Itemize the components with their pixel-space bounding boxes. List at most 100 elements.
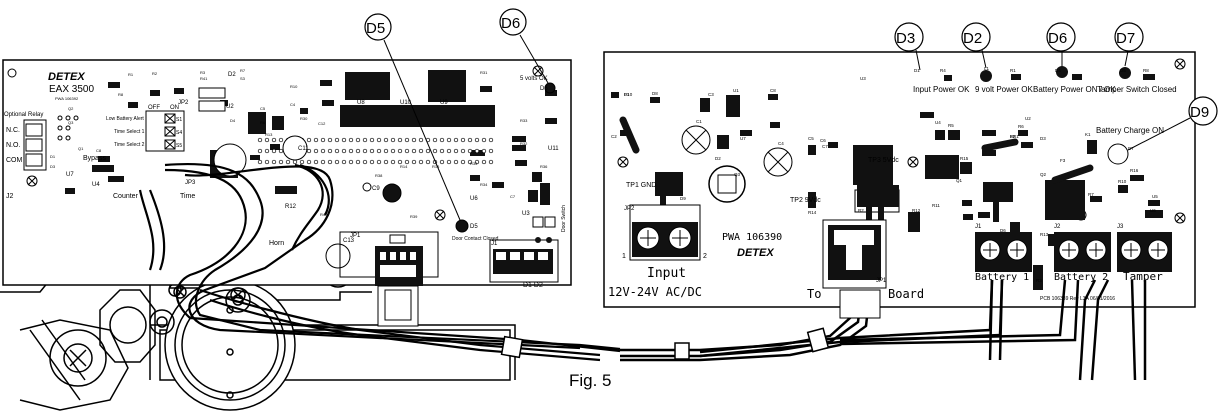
label-tp1: TP1 GND (626, 182, 656, 189)
pcb-pad (271, 148, 277, 154)
ref-designator: R16 (1130, 168, 1139, 173)
pcb-pad (278, 148, 284, 154)
pcb-pad (460, 159, 466, 165)
pcb-pad (474, 137, 480, 143)
pcb-pad (355, 159, 361, 165)
label-c9: C9 (372, 186, 380, 192)
ref-designator: R2 (152, 71, 158, 76)
ref-designator: D7 (1128, 146, 1134, 151)
label-9volt-power: 9 volt Power OK (975, 85, 1033, 94)
pcb-pad (446, 159, 452, 165)
label-input-power: Input Power OK (913, 85, 970, 94)
callout-right-d9: D9 (1190, 104, 1209, 121)
ref-designator: R10 (290, 84, 298, 89)
pcb-pad (425, 159, 431, 165)
ref-designator: R13 (1040, 232, 1049, 237)
label-time: Time (180, 193, 195, 200)
switch-row-low-battery: Low Battery Alert (106, 116, 144, 122)
pcb-pad (341, 148, 347, 154)
ref-designator: R13 (265, 132, 273, 137)
pcb-pad (397, 159, 403, 165)
label-pwa-right: PWA 106390 (722, 232, 782, 243)
pcb-pad (488, 137, 494, 143)
switch-code-s1: S1 (176, 117, 182, 123)
left-brand: DETEX (48, 71, 85, 83)
ref-designator: C8 (770, 88, 776, 93)
ref-designator: R34 (480, 182, 488, 187)
pcb-pad (439, 148, 445, 154)
ref-designator: D10 (624, 92, 633, 97)
ref-designator: L1 (984, 66, 990, 71)
pcb-pad (306, 148, 312, 154)
pcb-pad (446, 148, 452, 154)
callout-left-d5: D5 (366, 20, 385, 37)
ref-designator: U1 (733, 88, 739, 93)
pcb-pad (418, 148, 424, 154)
ref-designator: F3 (1060, 158, 1066, 163)
pcb-pad (334, 148, 340, 154)
pcb-pad (257, 159, 263, 165)
right-wiring (620, 279, 1147, 381)
label-u10: U10 (400, 100, 412, 106)
pcb-pad (369, 137, 375, 143)
ref-designator: C4 (290, 102, 296, 107)
pcb-pad (362, 148, 368, 154)
ref-designator: U3 (860, 76, 866, 81)
left-pwa: PWA 106392 (55, 96, 79, 101)
ref-designator: D5 (1120, 68, 1126, 73)
ref-designator: D4 (1055, 68, 1061, 73)
pcb-pad (397, 137, 403, 143)
pcb-pad (383, 137, 389, 143)
label-u3: U3 (522, 211, 530, 217)
pcb-pad (320, 159, 326, 165)
left-capacitors (213, 135, 402, 269)
ref-designator: D8 (652, 91, 658, 96)
pcb-pad (327, 159, 333, 165)
ref-designator: R41 (200, 76, 208, 81)
label-tamper: Tamper (1123, 270, 1163, 283)
pcb-pad (257, 137, 263, 143)
pcb-pad (327, 148, 333, 154)
ref-designator: C1 (696, 119, 702, 124)
label-5v-ok: 5 volts OK (520, 76, 548, 82)
pcb-pad (432, 148, 438, 154)
label-d5-led: D5 (470, 224, 478, 230)
pcb-pad (481, 137, 487, 143)
label-jp1-left: JP1 (350, 233, 361, 239)
relay-com: COM (6, 157, 23, 164)
pcb-pad (306, 137, 312, 143)
pcb-pad (390, 137, 396, 143)
ref-designator: R32 (520, 141, 528, 146)
ref-designator: C3 (708, 92, 714, 97)
ref-designator: R38 (375, 173, 383, 178)
pcb-pad (278, 159, 284, 165)
callout-right-d6: D6 (1048, 30, 1067, 47)
pcb-pad (397, 148, 403, 154)
pcb-pad (467, 137, 473, 143)
pcb-pad (320, 148, 326, 154)
label-u2: U2 (226, 104, 234, 110)
pcb-pad (348, 148, 354, 154)
left-j1-terminal (489, 216, 559, 283)
label-horn: Horn (269, 240, 284, 247)
ref-designator: C6 (820, 138, 826, 143)
pcb-pad (369, 159, 375, 165)
label-r12: R12 (285, 204, 297, 210)
ref-designator: C5 (260, 106, 266, 111)
pcb-pad (264, 137, 270, 143)
label-d2: D2 (228, 72, 236, 78)
label-battery-charge: Battery Charge ON (1096, 126, 1164, 135)
pcb-pad (481, 148, 487, 154)
pcb-pad (453, 148, 459, 154)
pcb-pad (320, 137, 326, 143)
pcb-pad (439, 137, 445, 143)
pcb-pad (488, 159, 494, 165)
label-input-pin1: 1 (622, 253, 626, 260)
switch-on-label: ON (170, 105, 179, 111)
ref-designator: R12 (912, 208, 921, 213)
pcb-pad (467, 148, 473, 154)
ref-designator: Q3 (68, 120, 74, 125)
left-assembly: DETEX EAX 3500 PWA 106392 Optional Relay… (0, 8, 621, 411)
